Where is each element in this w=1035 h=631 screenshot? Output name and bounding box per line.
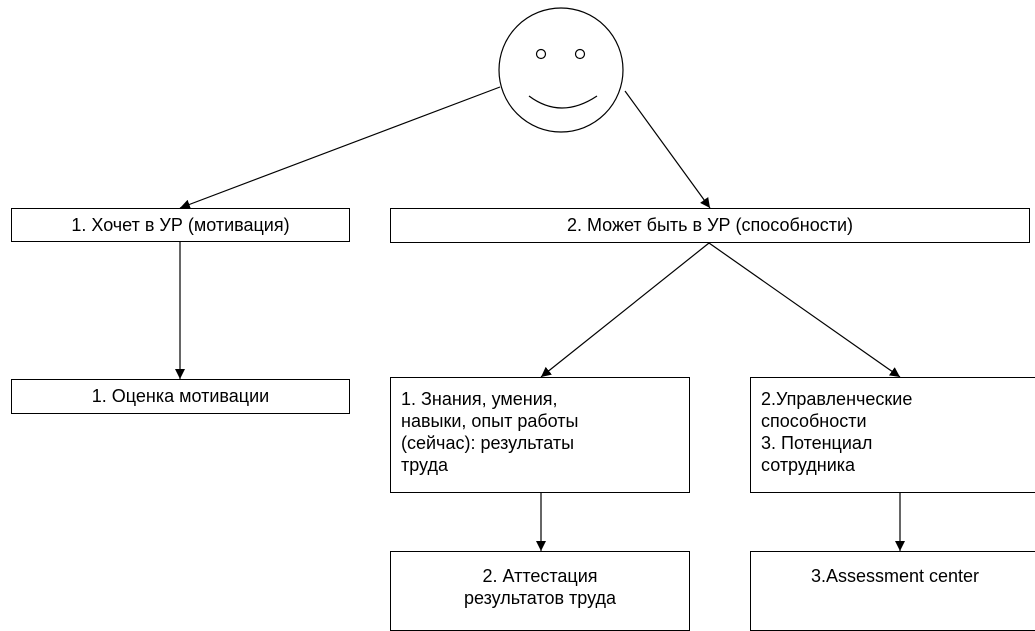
node-can: 2. Может быть в УР (способности)	[390, 208, 1030, 243]
node-knowledge: 1. Знания, умения, навыки, опыт работы (…	[390, 377, 690, 493]
node-can-label: 2. Может быть в УР (способности)	[566, 215, 854, 235]
node-knowledge-line-1: 1. Знания, умения,	[401, 389, 558, 409]
node-management-line-3: 3. Потенциал	[761, 433, 873, 453]
smile	[528, 95, 598, 109]
left-eye	[535, 48, 547, 60]
node-knowledge-line-2: навыки, опыт работы	[401, 411, 579, 431]
node-knowledge-line-3: (сейчас): результаты	[401, 433, 575, 453]
node-attestation-line-1: 2. Аттестация	[482, 566, 598, 586]
arrow-face-to-want	[179, 86, 501, 210]
node-management-line-2: способности	[761, 411, 867, 431]
right-eye	[574, 48, 586, 60]
node-assessment-center-label: 3.Assessment center	[810, 566, 980, 586]
node-attestation-line-2: результатов труда	[464, 588, 616, 608]
node-attestation: 2. Аттестация результатов труда	[390, 551, 690, 631]
node-motivation-assessment: 1. Оценка мотивации	[11, 379, 350, 414]
arrow-face-to-can	[624, 90, 711, 209]
node-want: 1. Хочет в УР (мотивация)	[11, 208, 350, 242]
node-management-line-1: 2.Управленческие	[761, 389, 913, 409]
smiley-icon	[498, 7, 624, 133]
arrow-can-to-knowledge	[540, 242, 710, 378]
node-assessment-center: 3.Assessment center	[750, 551, 1035, 631]
node-knowledge-line-4: труда	[401, 455, 448, 475]
node-want-label: 1. Хочет в УР (мотивация)	[71, 215, 290, 235]
node-management: 2.Управленческие способности 3. Потенциа…	[750, 377, 1035, 493]
node-management-line-4: сотрудника	[761, 455, 856, 475]
node-motivation-assessment-label: 1. Оценка мотивации	[91, 386, 270, 406]
arrow-can-to-management	[708, 242, 901, 378]
